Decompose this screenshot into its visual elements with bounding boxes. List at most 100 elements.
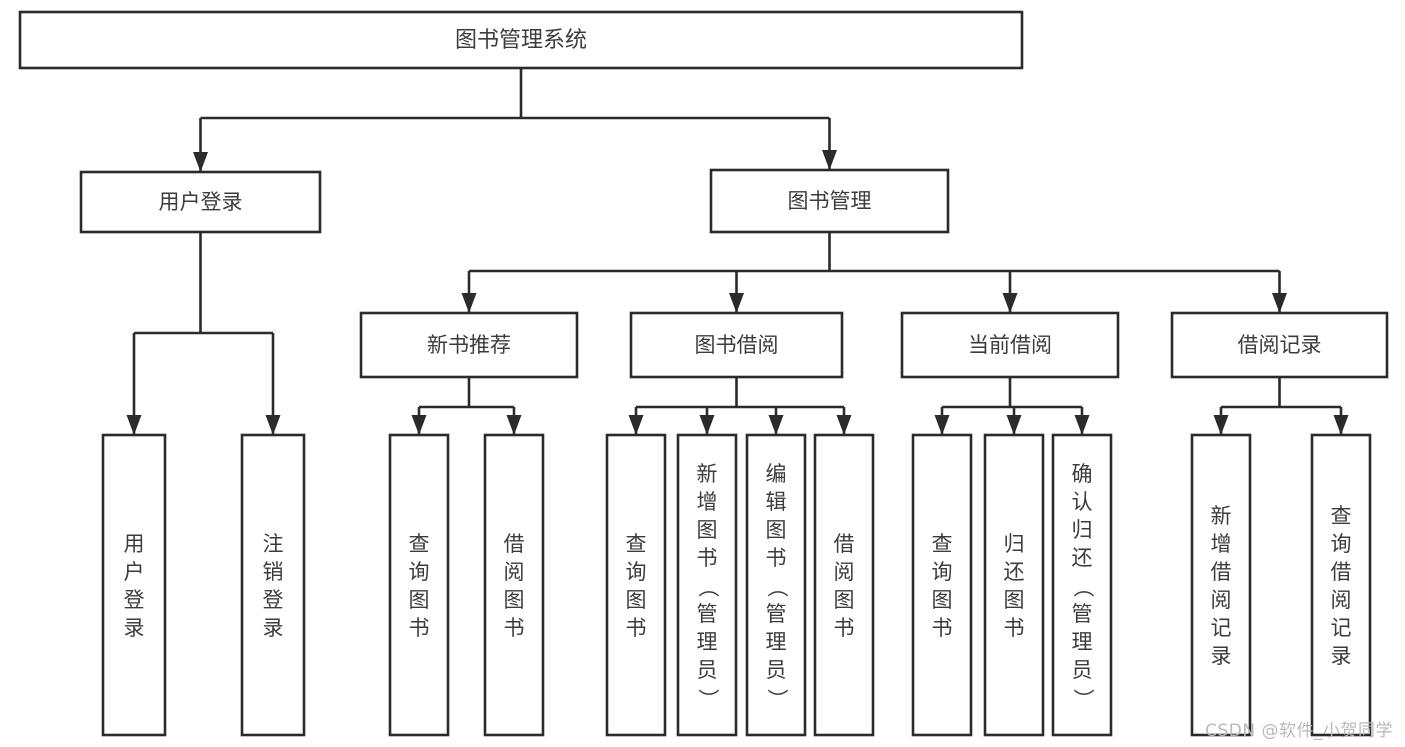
node-label-char: 图 — [932, 588, 953, 612]
node-box-borrow-add-book[interactable] — [676, 433, 738, 737]
node-box-user-login-do[interactable] — [101, 433, 167, 737]
node-label-char: 书 — [697, 546, 718, 570]
node-box-recommend-query-book[interactable] — [388, 433, 450, 737]
arrow-head-icon — [768, 415, 784, 435]
node-box-current-query-book[interactable] — [911, 433, 973, 737]
node-label-book-manage: 图书管理 — [788, 189, 872, 213]
arrow-head-icon — [1333, 415, 1349, 435]
node-label-char: 查 — [1331, 504, 1352, 528]
node-label-char: 记 — [1211, 616, 1232, 640]
node-label-char: （ — [1071, 577, 1095, 598]
node-label-borrow-records: 借阅记录 — [1238, 333, 1322, 357]
node-label-char: 理 — [1072, 630, 1093, 654]
node-box-borrow-records[interactable] — [1170, 311, 1389, 379]
node-box-user-logout[interactable] — [240, 433, 306, 737]
node-box-book-borrow[interactable] — [629, 311, 844, 379]
arrow-head-icon — [1074, 415, 1090, 435]
node-label-char: 书 — [932, 616, 953, 640]
node-label-char: 借 — [504, 532, 525, 556]
node-box-new-book-recommend[interactable] — [359, 311, 579, 379]
node-label-char: 书 — [409, 616, 430, 640]
node-box-current-borrow[interactable] — [900, 311, 1120, 379]
node-label-current-borrow: 当前借阅 — [968, 333, 1052, 357]
node-label-char: 阅 — [834, 560, 855, 584]
node-label-char: 书 — [626, 616, 647, 640]
arrow-head-icon — [126, 415, 142, 435]
node-label-char: 图 — [766, 518, 787, 542]
node-label-char: 书 — [766, 546, 787, 570]
node-label-char: 阅 — [1331, 588, 1352, 612]
node-label-char: 增 — [1211, 532, 1232, 556]
node-label-char: 查 — [626, 532, 647, 556]
arrow-head-icon — [729, 293, 744, 313]
node-label-char: 新 — [1211, 504, 1232, 528]
node-label-char: ） — [1071, 689, 1095, 710]
node-box-borrow-borrow-book[interactable] — [813, 433, 875, 737]
node-label-char: 管 — [766, 602, 787, 626]
node-label-char: 户 — [124, 560, 145, 584]
node-label-char: 确 — [1072, 462, 1093, 486]
node-label-new-book-recommend: 新书推荐 — [427, 333, 511, 357]
node-label-char: 录 — [263, 616, 284, 640]
node-label-char: （ — [765, 577, 789, 598]
arrow-head-icon — [1272, 293, 1287, 313]
node-box-records-query[interactable] — [1310, 433, 1372, 737]
node-label-char: 图 — [1004, 588, 1025, 612]
node-label-char: 员 — [1072, 658, 1093, 682]
node-label-char: 辑 — [766, 490, 787, 514]
node-label-char: 理 — [766, 630, 787, 654]
node-label-char: 询 — [932, 560, 953, 584]
arrow-head-icon — [1213, 415, 1229, 435]
node-box-borrow-edit-book[interactable] — [745, 433, 807, 737]
node-label-char: 询 — [1331, 532, 1352, 556]
node-label-user-login: 用户登录 — [159, 190, 243, 214]
node-label-char: 管 — [1072, 602, 1093, 626]
node-box-user-login[interactable] — [79, 170, 322, 234]
arrow-head-icon — [506, 415, 522, 435]
node-label-char: 用 — [124, 532, 145, 556]
node-label-char: 借 — [834, 532, 855, 556]
node-label-root: 图书管理系统 — [455, 28, 587, 53]
node-box-recommend-borrow-book[interactable] — [483, 433, 545, 737]
node-label-char: 记 — [1331, 616, 1352, 640]
node-label-char: 归 — [1004, 532, 1025, 556]
node-label-char: （ — [696, 577, 720, 598]
arrow-head-icon — [193, 152, 208, 172]
node-box-current-confirm-return[interactable] — [1051, 433, 1113, 737]
node-label-char: 还 — [1072, 546, 1093, 570]
node-box-current-return-book[interactable] — [983, 433, 1045, 737]
node-label-char: 阅 — [504, 560, 525, 584]
node-label-char: 编 — [766, 462, 787, 486]
node-label-char: 图 — [697, 518, 718, 542]
watermark-label: CSDN @软件_小贺同学 — [1205, 721, 1393, 741]
node-label-char: 图 — [504, 588, 525, 612]
node-label-char: 询 — [409, 560, 430, 584]
node-label-char: 还 — [1004, 560, 1025, 584]
node-label-char: 查 — [409, 532, 430, 556]
node-label-char: 登 — [124, 588, 145, 612]
node-box-records-add[interactable] — [1190, 433, 1252, 737]
node-label-char: 录 — [1331, 644, 1352, 668]
node-label-char: 询 — [626, 560, 647, 584]
arrow-head-icon — [699, 415, 715, 435]
node-box-root[interactable] — [18, 10, 1024, 70]
node-label-char: ） — [765, 689, 789, 710]
node-label-char: 增 — [697, 490, 718, 514]
node-label-char: 图 — [626, 588, 647, 612]
arrow-head-icon — [628, 415, 644, 435]
node-label-char: 员 — [766, 658, 787, 682]
node-label-char: 新 — [697, 462, 718, 486]
node-label-char: 管 — [697, 602, 718, 626]
node-box-book-manage[interactable] — [709, 168, 950, 234]
node-label-book-borrow: 图书借阅 — [695, 333, 779, 357]
node-box-borrow-query-book[interactable] — [605, 433, 667, 737]
